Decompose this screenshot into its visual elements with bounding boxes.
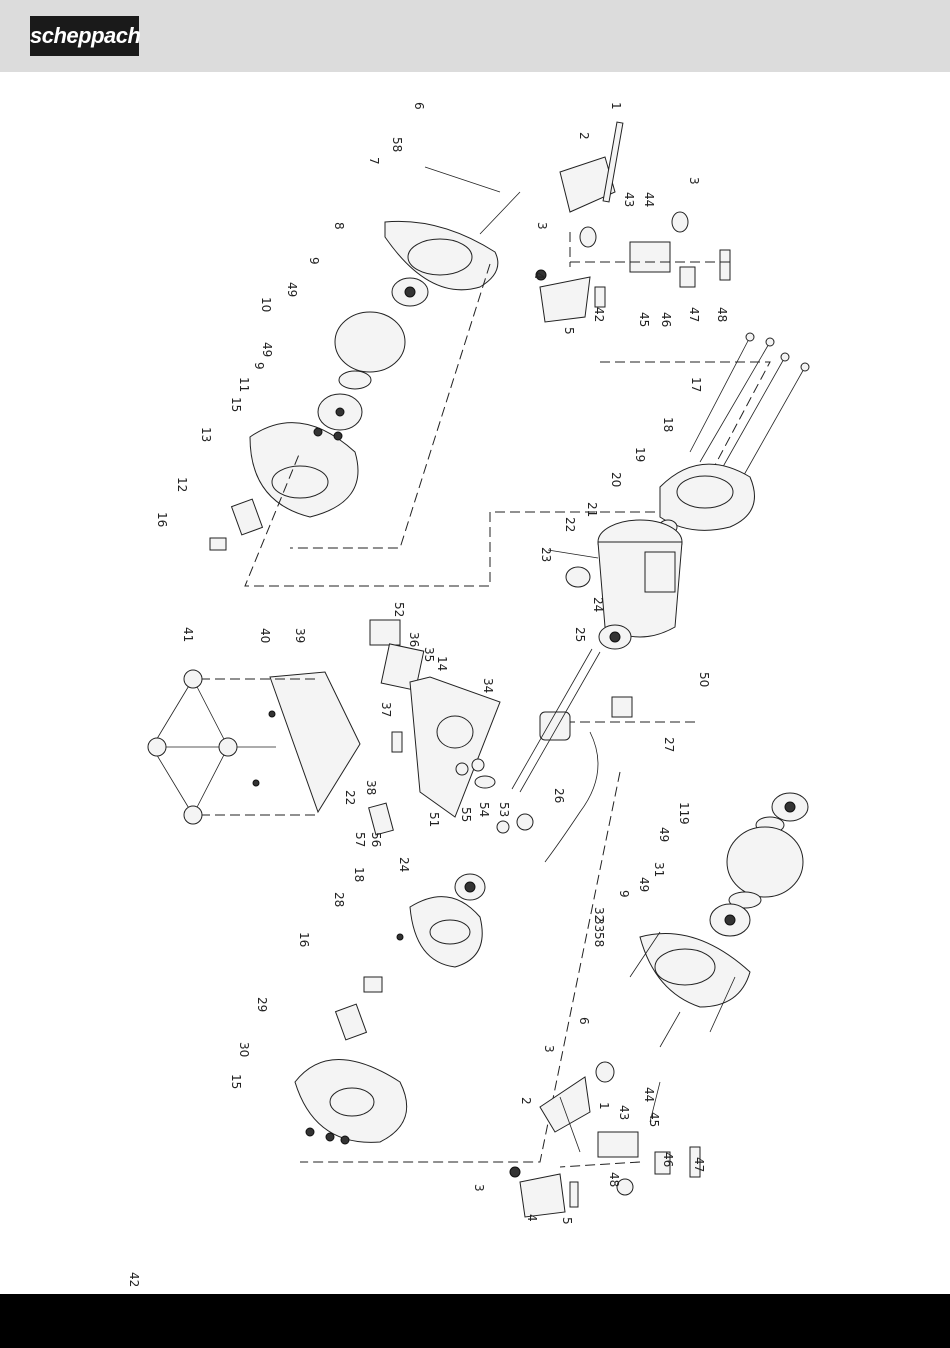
part-number-label: 15: [229, 397, 243, 412]
part-number-label: 5: [560, 1217, 574, 1225]
part-number-label: 3: [535, 222, 549, 230]
part-number-label: 6: [577, 1017, 591, 1025]
part-number-label: 3: [542, 1045, 556, 1053]
part-number-label: 20: [609, 472, 623, 487]
part-number-label: 49: [260, 342, 274, 357]
part-number-label: 19: [633, 447, 647, 462]
part-number-label: 43: [622, 192, 636, 207]
part-number-label: 11: [237, 377, 251, 392]
part-number-label: 15: [229, 1074, 243, 1089]
part-number-label: 44: [642, 192, 656, 207]
part-number-label: 5: [562, 327, 576, 335]
lower-tool-rest-assembly: [510, 1062, 700, 1217]
part-number-label: 51: [427, 812, 441, 827]
part-number-label: 1: [597, 1102, 611, 1110]
part-number-label: 4: [532, 272, 546, 280]
part-number-label: 35: [422, 647, 436, 662]
part-number-label: 24: [591, 597, 605, 612]
part-number-label: 22: [563, 517, 577, 532]
part-number-label: 16: [297, 932, 311, 947]
part-number-label: 46: [659, 312, 673, 327]
part-number-label: 44: [642, 1087, 656, 1102]
part-number-label: 9: [252, 362, 266, 370]
part-number-label: 24: [397, 857, 411, 872]
part-number-label: 40: [258, 628, 272, 643]
part-number-label: 7: [367, 157, 381, 165]
part-number-label: 17: [689, 377, 703, 392]
part-number-label: 46: [661, 1152, 675, 1167]
part-number-label: 18: [352, 867, 366, 882]
part-number-label: 14: [435, 656, 449, 671]
footer-bar: [0, 1294, 950, 1348]
part-number-label: 52: [392, 602, 406, 617]
part-number-label: 9: [677, 817, 691, 825]
part-number-label: 6: [412, 102, 426, 110]
part-number-label: 45: [647, 1112, 661, 1127]
part-number-label: 48: [607, 1172, 621, 1187]
part-number-label: 18: [661, 417, 675, 432]
part-number-label: 56: [369, 832, 383, 847]
part-number-label: 22: [343, 790, 357, 805]
part-number-label: 50: [697, 672, 711, 687]
upper-guard-assembly: [210, 167, 520, 550]
part-number-label: 49: [285, 282, 299, 297]
part-number-label: 13: [199, 427, 213, 442]
part-number-label: 54: [477, 802, 491, 817]
part-number-label: 21: [585, 502, 599, 517]
part-number-label: 39: [293, 628, 307, 643]
part-number-label: 49: [657, 827, 671, 842]
part-number-label: 42: [127, 1272, 141, 1287]
part-number-label: 57: [353, 832, 367, 847]
part-number-label: 53: [497, 802, 511, 817]
part-number-label: 3: [687, 177, 701, 185]
part-number-label: 31: [652, 862, 666, 877]
part-number-label: 16: [155, 512, 169, 527]
part-number-label: 38: [364, 780, 378, 795]
part-number-label: 43: [617, 1105, 631, 1120]
upper-tool-rest-assembly: [536, 122, 730, 322]
part-number-label: 58: [390, 137, 404, 152]
part-number-label: 23: [539, 547, 553, 562]
part-number-label: 4: [525, 1214, 539, 1222]
part-number-label: 27: [662, 737, 676, 752]
part-number-label: 30: [237, 1042, 251, 1057]
brand-logo: scheppach: [30, 16, 139, 56]
part-number-label: 9: [307, 257, 321, 265]
part-number-label: 25: [573, 627, 587, 642]
part-number-label: 47: [687, 307, 701, 322]
part-number-label: 34: [481, 678, 495, 693]
part-number-label: 28: [332, 892, 346, 907]
part-number-label: 55: [459, 807, 473, 822]
part-number-label: 1: [609, 102, 623, 110]
part-number-label: 9: [617, 890, 631, 898]
part-number-label: 8: [332, 222, 346, 230]
motor-assembly: [512, 333, 809, 792]
part-number-label: 45: [637, 312, 651, 327]
part-number-label: 41: [181, 627, 195, 642]
part-number-label: 36: [407, 632, 421, 647]
part-number-label: 10: [259, 297, 273, 312]
part-number-label: 3: [472, 1184, 486, 1192]
part-number-label: 47: [692, 1157, 706, 1172]
part-number-label: 26: [552, 788, 566, 803]
lower-housing-assembly: [295, 874, 485, 1144]
part-number-label: 12: [175, 477, 189, 492]
base-and-switch-assembly: [148, 620, 632, 862]
part-number-label: 58: [592, 932, 606, 947]
part-number-label: 33: [592, 917, 606, 932]
part-number-label: 37: [379, 702, 393, 717]
part-number-label: 42: [592, 307, 606, 322]
lower-wheel-assembly: [630, 793, 808, 1047]
header-bar: scheppach: [0, 0, 950, 72]
part-number-label: 49: [637, 877, 651, 892]
part-number-label: 29: [255, 997, 269, 1012]
part-number-label: 11: [677, 802, 691, 817]
part-number-label: 48: [715, 307, 729, 322]
part-number-label: 2: [577, 132, 591, 140]
part-number-label: 2: [519, 1097, 533, 1105]
